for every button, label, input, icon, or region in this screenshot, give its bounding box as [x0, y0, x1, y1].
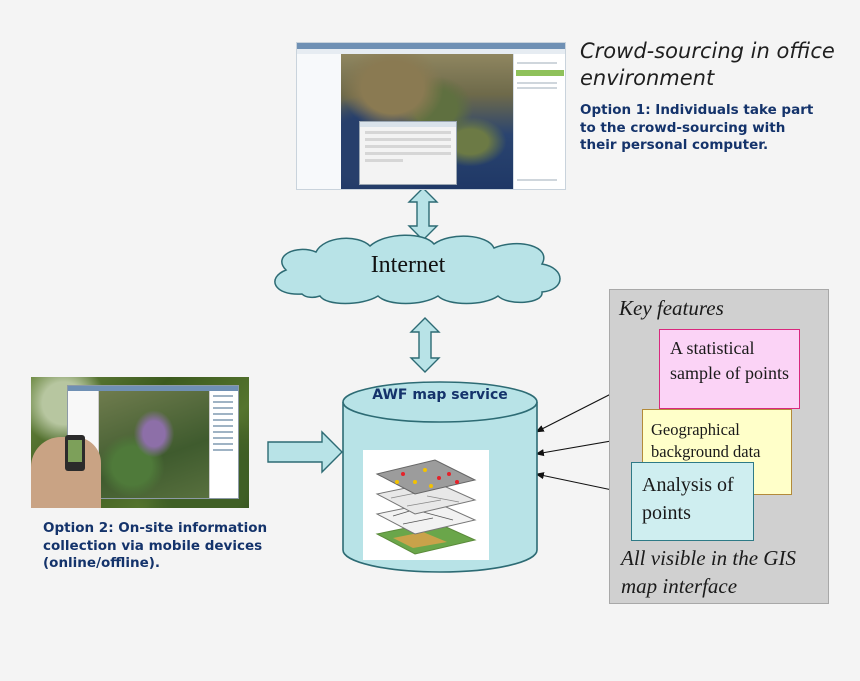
mobile-phone-icon — [65, 435, 85, 471]
statistical-sample-box: A statistical sample of points — [659, 329, 800, 409]
option1-text: Option 1: Individuals take part to the c… — [580, 102, 814, 153]
option2-text: Option 2: On-site information collection… — [43, 520, 268, 571]
analysis-box: Analysis of points — [631, 462, 754, 541]
block-arrow-mobile-service — [267, 430, 343, 474]
dialog-window — [359, 121, 457, 185]
double-arrow-internet-service — [409, 317, 441, 373]
key-features-footer: All visible in the GIS map interface — [621, 546, 796, 598]
map-service-label: AWF map service — [372, 387, 508, 403]
internet-cloud — [274, 234, 561, 305]
map-layers-graphic — [363, 450, 489, 560]
office-title: Crowd-sourcing in office environment — [580, 39, 835, 90]
mobile-photo — [31, 377, 249, 508]
office-screenshot — [296, 42, 566, 190]
key-features-title: Key features — [619, 296, 724, 320]
internet-label: Internet — [370, 252, 446, 278]
